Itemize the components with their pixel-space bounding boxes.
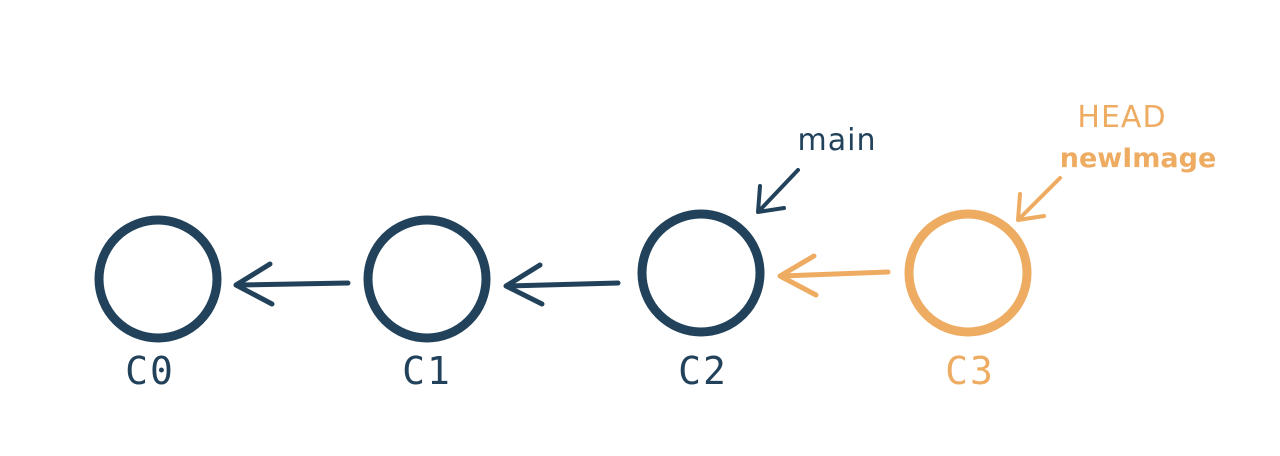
commit-label-c3: C3 [945, 349, 995, 393]
head-label: HEAD [1077, 100, 1166, 135]
commit-node-c2 [637, 209, 765, 337]
main-pointer-arrow [756, 168, 800, 214]
commit-label-c0: C0 [125, 349, 175, 393]
commit-label-c2: C2 [678, 349, 728, 393]
commit-node-c0 [94, 215, 222, 343]
head-pointer-arrow [1016, 176, 1062, 222]
branch-label-newimage: newImage [1060, 143, 1217, 174]
commit-node-c3 [904, 209, 1032, 337]
commit-node-c1 [363, 215, 491, 343]
commit-label-c1: C1 [402, 349, 452, 393]
edge-c1-to-c0 [233, 261, 351, 307]
edge-c2-to-c1 [503, 262, 621, 307]
edge-c3-to-c2 [777, 253, 891, 298]
branch-label-main: main [798, 123, 877, 158]
